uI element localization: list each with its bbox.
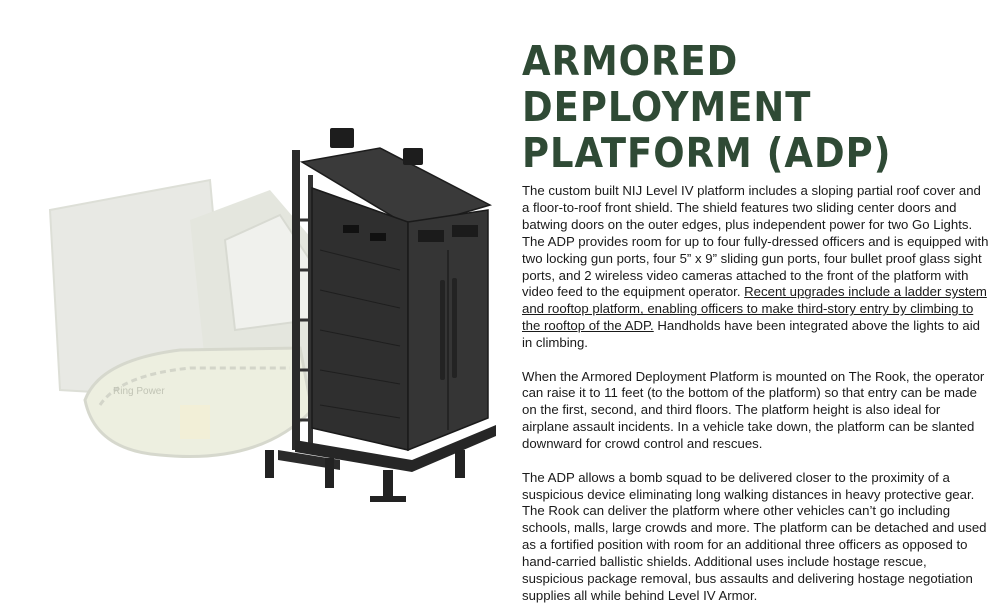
description-paragraph-1: The custom built NIJ Level IV platform i…	[522, 183, 990, 352]
gun-port-icon-2	[370, 233, 386, 241]
faded-rook-vehicle: Ring Power	[48, 178, 330, 459]
sight-port-icon	[418, 230, 444, 242]
sight-port-icon-2	[452, 225, 478, 237]
product-image: Ring Power	[40, 110, 510, 550]
gun-port-icon	[343, 225, 359, 233]
title-line-1: ARMORED DEPLOYMENT	[522, 37, 812, 131]
paragraph-1-text-end: Handholds have been integrated above the…	[522, 318, 980, 351]
go-light-icon	[330, 128, 354, 148]
title-line-2: PLATFORM (ADP)	[522, 129, 892, 177]
description-paragraph-3: The ADP allows a bomb squad to be delive…	[522, 469, 987, 603]
content-column: ARMORED DEPLOYMENT PLATFORM (ADP) The cu…	[522, 38, 990, 605]
paragraph-1-text: The custom built NIJ Level IV platform i…	[522, 183, 989, 300]
page-title: ARMORED DEPLOYMENT PLATFORM (ADP)	[522, 38, 990, 176]
door-handle-icon	[440, 280, 445, 380]
description-paragraph-2: When the Armored Deployment Platform is …	[522, 368, 985, 452]
vehicle-logo: Ring Power	[113, 386, 165, 397]
go-light-icon-2	[403, 148, 423, 165]
adp-illustration: Ring Power	[48, 128, 496, 502]
door-handle-icon-2	[452, 278, 457, 378]
recent-upgrades-link[interactable]: Recent upgrades include a ladder system …	[522, 284, 987, 334]
armored-platform	[265, 128, 496, 502]
